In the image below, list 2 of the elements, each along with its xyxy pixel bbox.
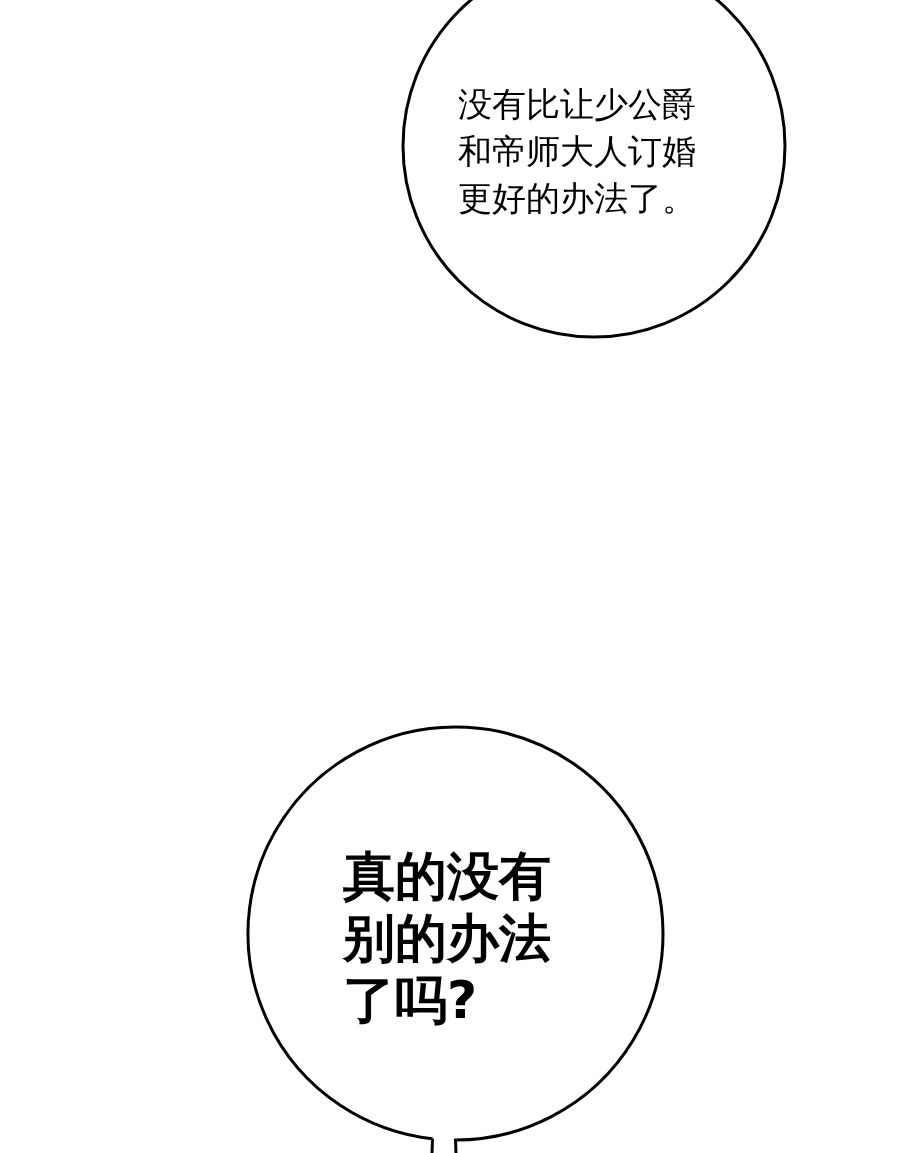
speech-text: 没有比让少公爵和帝师大人订婚更好的办法了。 [458,83,697,220]
speech-text: 真的没有别的办法了吗? [343,845,552,1031]
